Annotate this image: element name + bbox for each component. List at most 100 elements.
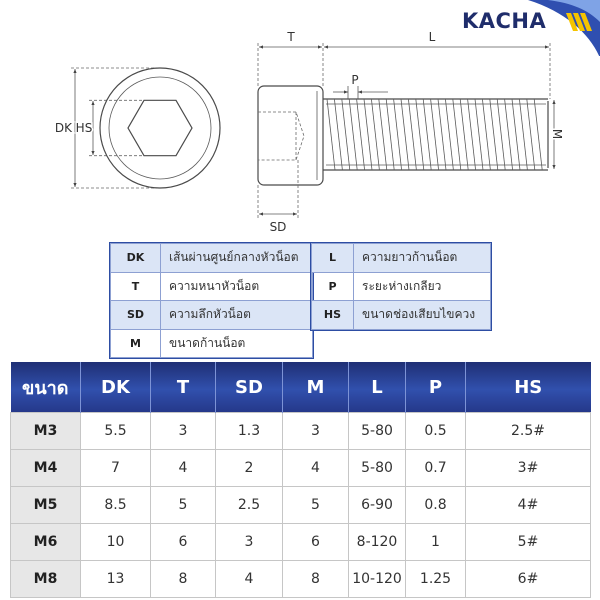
table-cell: 3 (215, 523, 283, 561)
table-cell: 6# (465, 560, 591, 598)
legend-desc: ความยาวก้านน็อต (353, 243, 491, 273)
thread-line (482, 98, 491, 171)
header-sd: SD (215, 362, 283, 413)
thread-line (519, 98, 528, 171)
table-cell: 6-90 (348, 486, 406, 524)
legend-row: P ระยะห่างเกลียว (311, 271, 491, 301)
table-cell: 5.5 (80, 412, 151, 450)
size-cell: M8 (10, 560, 81, 598)
table-cell: 4# (465, 486, 591, 524)
legend-row: HS ขนาดช่องเสียบไขควง (311, 300, 491, 330)
table-cell: 5-80 (348, 412, 406, 450)
thread-line (385, 98, 395, 171)
table-cell: 5-80 (348, 449, 406, 487)
table-row: M8 13 8 4 8 10-120 1.25 6# (10, 560, 591, 598)
header-size: ขนาด (10, 362, 81, 413)
table-cell: 3 (282, 412, 349, 450)
table-cell: 2.5# (465, 412, 591, 450)
sd-label: SD (270, 220, 287, 234)
thread-line (363, 98, 373, 171)
thread-line (459, 98, 469, 171)
legend-code: HS (311, 300, 354, 330)
table-cell: 2 (215, 449, 283, 487)
table-cell: 2.5 (215, 486, 283, 524)
legend-desc: ขนาดช่องเสียบไขควง (353, 300, 491, 330)
screw-side-view: T L P M SD (257, 30, 566, 234)
t-label: T (286, 30, 295, 44)
thread-line (415, 98, 425, 171)
chevron-1 (566, 13, 578, 31)
threaded-shank (323, 98, 549, 171)
table-cell: 8 (150, 560, 216, 598)
chevron-2 (573, 13, 585, 31)
brand-logo-text: KACHA (462, 9, 547, 33)
legend-desc: ขนาดก้านน็อต (160, 328, 313, 358)
legend-code: SD (110, 300, 161, 330)
legend-code: DK (110, 243, 161, 273)
head-inner-circle (108, 76, 212, 180)
thread-line (430, 98, 439, 171)
banner-swoosh-light (548, 0, 600, 22)
spec-header-row: ขนาด DK T SD M L P HS (10, 362, 591, 413)
thread-line (334, 98, 343, 171)
header-t: T (150, 362, 216, 413)
table-cell: 10-120 (348, 560, 406, 598)
thread-line (452, 98, 462, 171)
legend-table-right: L ความยาวก้านน็อต P ระยะห่างเกลียว HS ขน… (310, 242, 492, 331)
thread-line (378, 98, 388, 171)
table-cell: 6 (150, 523, 216, 561)
legend-row: L ความยาวก้านน็อต (311, 243, 491, 273)
thread-line (526, 98, 536, 171)
table-row: M3 5.5 3 1.3 3 5-80 0.5 2.5# (10, 412, 591, 450)
thread-line (400, 98, 410, 171)
thread-line (326, 98, 336, 171)
table-row: M4 7 4 2 4 5-80 0.7 3# (10, 449, 591, 487)
legend-code: L (311, 243, 354, 273)
table-cell: 8.5 (80, 486, 151, 524)
header-l: L (348, 362, 406, 413)
thread-line (511, 98, 521, 171)
table-cell: 4 (282, 449, 349, 487)
header-p: P (405, 362, 466, 413)
table-cell: 0.8 (405, 486, 466, 524)
table-cell: 6 (282, 523, 349, 561)
table-cell: 4 (150, 449, 216, 487)
thread-line (474, 98, 484, 171)
table-cell: 0.7 (405, 449, 466, 487)
table-cell: 1.25 (405, 560, 466, 598)
thread-line (341, 98, 351, 171)
table-cell: 3 (150, 412, 216, 450)
legend-code: T (110, 271, 161, 301)
legend-code: P (311, 271, 354, 301)
thread-line (489, 98, 499, 171)
table-cell: 5 (282, 486, 349, 524)
table-cell: 10 (80, 523, 151, 561)
header-dk: DK (80, 362, 151, 413)
head-outer-circle (99, 67, 221, 189)
technical-drawing: DK HS T L P M (53, 30, 566, 234)
thread-line (496, 98, 506, 171)
table-cell: 5# (465, 523, 591, 561)
thread-line (445, 98, 454, 171)
legend-row: T ความหนาหัวน็อต (110, 271, 313, 301)
table-cell: 0.5 (405, 412, 466, 450)
thread-line (422, 98, 432, 171)
table-cell: 1 (405, 523, 466, 561)
hs-label: HS (76, 121, 93, 135)
header-m: M (282, 362, 349, 413)
table-cell: 13 (80, 560, 151, 598)
legend-code: M (110, 328, 161, 358)
brand-banner (528, 0, 600, 56)
legend-desc: เส้นผ่านศูนย์กลางหัวน็อต (160, 243, 313, 273)
hex-socket-icon (127, 99, 193, 157)
table-cell: 7 (80, 449, 151, 487)
thread-line (348, 98, 358, 171)
table-cell: 4 (215, 560, 283, 598)
thread-line (393, 98, 402, 171)
logo-chevrons (566, 13, 592, 31)
table-cell: 1.3 (215, 412, 283, 450)
p-label: P (351, 73, 358, 87)
thread-line (533, 98, 543, 171)
legend-table-left: DK เส้นผ่านศูนย์กลางหัวน็อต T ความหนาหัว… (109, 242, 314, 359)
size-cell: M3 (10, 412, 81, 450)
